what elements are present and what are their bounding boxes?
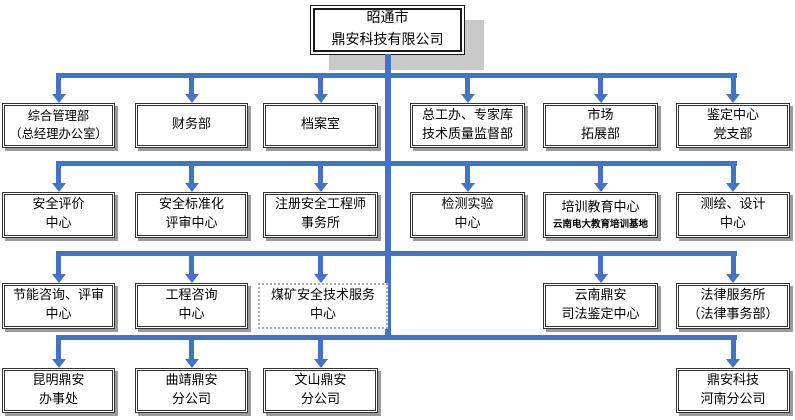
org-node-company-root: 昭通市 鼎安科技有限公司 xyxy=(310,5,465,55)
connector-stub xyxy=(465,78,470,95)
org-node-qujing-branch: 曲靖鼎安 分公司 xyxy=(135,368,248,413)
arrow-down-icon xyxy=(51,94,66,103)
org-node-kunming-office: 昆明鼎安 办事处 xyxy=(2,368,115,413)
org-node-label: 昭通市 鼎安科技有限公司 xyxy=(331,10,444,48)
org-node-label: 培训教育中心 xyxy=(561,199,640,215)
org-node-engineering-consulting-center: 工程咨询 中心 xyxy=(135,283,248,329)
arrow-down-icon xyxy=(313,183,328,192)
org-node-training-education-center: 培训教育中心 云南电大教育培训基地 xyxy=(543,192,658,238)
connector-stub xyxy=(730,256,736,275)
connector-stub xyxy=(56,78,61,95)
org-node-label: 昆明鼎安 办事处 xyxy=(32,372,85,407)
connector-stub xyxy=(598,166,603,184)
org-node-safety-standardization-center: 安全标准化 评审中心 xyxy=(135,192,248,238)
org-node-subtitle: 云南电大教育培训基地 xyxy=(552,218,648,230)
org-node-label: 档案室 xyxy=(300,117,340,133)
org-node-label: 市场 拓展部 xyxy=(580,107,620,142)
org-node-chief-engineer-office: 总工办、专家库 技术质量监督部 xyxy=(410,103,525,148)
connector-hline-level3 xyxy=(56,161,737,166)
connector-stub xyxy=(189,340,194,360)
org-node-label: 节能咨询、评审 中心 xyxy=(12,288,104,322)
connector-stub xyxy=(189,78,194,95)
org-node-label: 曲靖鼎安 分公司 xyxy=(165,372,218,407)
connector-stub xyxy=(189,256,194,275)
arrow-down-icon xyxy=(460,94,475,103)
org-node-coal-mine-safety-center: 煤矿安全技术服务 中心 xyxy=(258,283,388,329)
org-node-safety-evaluation-center: 安全评价 中心 xyxy=(2,192,115,238)
connector-stub xyxy=(318,256,323,275)
connector-stub xyxy=(730,166,736,184)
org-node-market-expansion-dept: 市场 拓展部 xyxy=(543,103,658,148)
connector-stub xyxy=(189,166,194,184)
connector-stub xyxy=(56,340,61,360)
connector-stub xyxy=(318,340,323,360)
org-node-testing-lab-center: 检测实验 中心 xyxy=(410,192,525,238)
org-node-registered-safety-engineer-office: 注册安全工程师 事务所 xyxy=(263,192,378,238)
arrow-down-icon xyxy=(313,274,328,283)
org-node-energy-consulting-center: 节能咨询、评审 中心 xyxy=(2,283,115,329)
org-node-label: 测绘、设计 中心 xyxy=(700,197,766,231)
connector-stub xyxy=(318,78,323,95)
connector-hline-level2 xyxy=(56,73,737,78)
arrow-down-icon xyxy=(184,183,199,192)
org-node-label: 安全评价 中心 xyxy=(32,197,85,231)
arrow-down-icon xyxy=(313,359,328,368)
org-node-label: 财务部 xyxy=(171,117,211,133)
org-node-label: 鼎安科技 河南分公司 xyxy=(700,372,766,407)
org-node-label: 云南鼎安 司法鉴定中心 xyxy=(561,288,640,322)
org-node-label: 工程咨询 中心 xyxy=(165,288,218,322)
org-node-judicial-appraisal-center: 云南鼎安 司法鉴定中心 xyxy=(543,283,658,329)
connector-stub xyxy=(56,166,61,184)
org-node-label: 综合管理部 （总经理办公室） xyxy=(9,108,108,141)
org-node-label: 总工办、专家库 技术质量监督部 xyxy=(421,107,513,142)
org-node-henan-branch: 鼎安科技 河南分公司 xyxy=(676,368,790,413)
arrow-down-icon xyxy=(184,274,199,283)
arrow-down-icon xyxy=(726,94,740,103)
org-node-label: 鉴定中心 党支部 xyxy=(706,107,759,142)
org-node-surveying-design-center: 测绘、设计 中心 xyxy=(676,192,790,238)
connector-stub xyxy=(598,256,603,275)
arrow-down-icon xyxy=(726,274,740,283)
org-node-general-management-dept: 综合管理部 （总经理办公室） xyxy=(2,103,115,148)
arrow-down-icon xyxy=(51,274,66,283)
org-node-legal-services-office: 法律服务所 （法律事务部） xyxy=(676,283,790,329)
connector-hline-level5 xyxy=(56,335,737,340)
arrow-down-icon xyxy=(726,183,740,192)
org-node-label: 煤矿安全技术服务 中心 xyxy=(270,288,375,322)
org-node-label: 安全标准化 评审中心 xyxy=(158,197,224,231)
arrow-down-icon xyxy=(593,274,608,283)
org-node-label: 文山鼎安 分公司 xyxy=(294,372,347,407)
org-node-finance-dept: 财务部 xyxy=(135,103,248,148)
connector-stub xyxy=(730,340,736,360)
arrow-down-icon xyxy=(184,359,199,368)
connector-stub xyxy=(318,166,323,184)
connector-stub xyxy=(730,78,736,95)
org-node-wenshan-branch: 文山鼎安 分公司 xyxy=(263,368,378,413)
org-node-label: 注册安全工程师 事务所 xyxy=(274,197,366,231)
arrow-down-icon xyxy=(51,359,66,368)
arrow-down-icon xyxy=(593,94,608,103)
arrow-down-icon xyxy=(184,94,199,103)
arrow-down-icon xyxy=(726,359,740,368)
org-node-label: 检测实验 中心 xyxy=(441,197,494,231)
arrow-down-icon xyxy=(460,183,475,192)
connector-stub xyxy=(465,166,470,184)
arrow-down-icon xyxy=(313,94,328,103)
connector-stub xyxy=(56,256,61,275)
org-node-appraisal-center-party-branch: 鉴定中心 党支部 xyxy=(676,103,790,148)
connector-trunk xyxy=(385,54,391,340)
connector-stub xyxy=(598,78,603,95)
arrow-down-icon xyxy=(593,183,608,192)
org-node-archives-room: 档案室 xyxy=(263,103,378,148)
org-node-label: 法律服务所 （法律事务部） xyxy=(687,288,779,322)
arrow-down-icon xyxy=(51,183,66,192)
connector-hline-level4 xyxy=(56,251,737,256)
